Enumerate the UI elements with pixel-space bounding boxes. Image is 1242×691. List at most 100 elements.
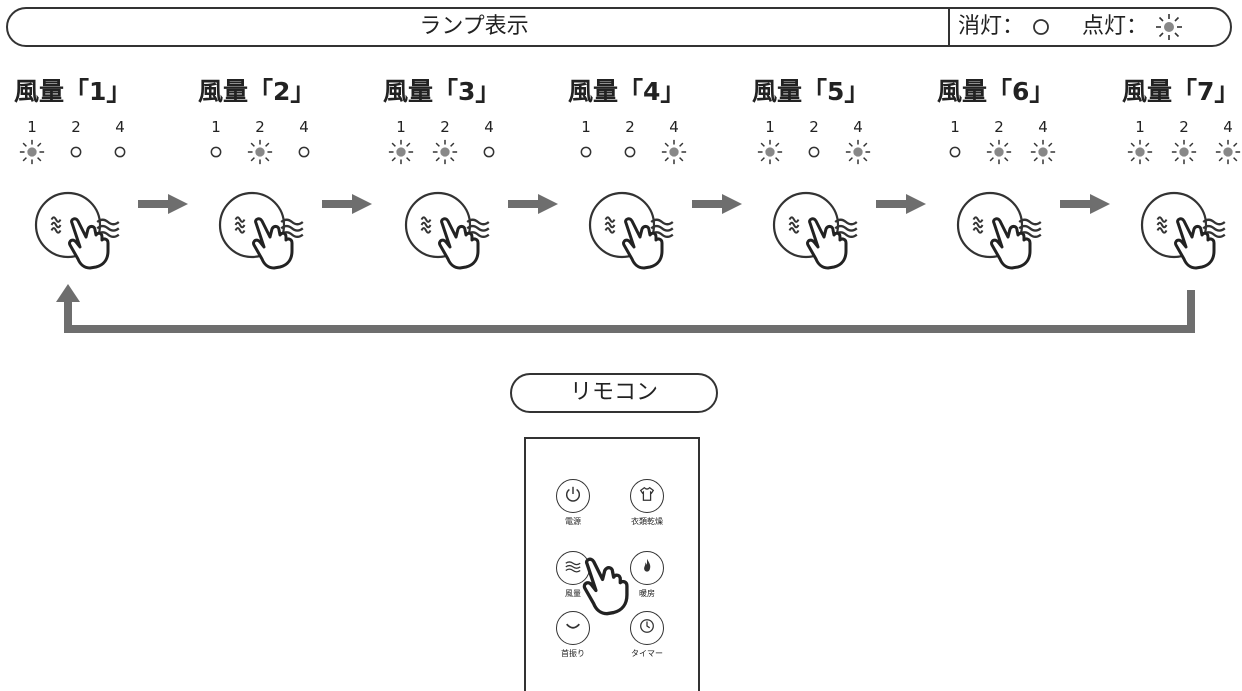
remote-button-label: 電源 — [565, 517, 581, 526]
next-arrow — [322, 194, 372, 214]
lamp-indicator: 4 — [1212, 118, 1242, 170]
lamp-indicator: 2 — [429, 118, 461, 170]
lamp-indicator-group: 1 2 4 — [1124, 118, 1241, 170]
wind-level-label: 風量「6」 — [937, 77, 1055, 106]
lamp-on-icon — [1214, 138, 1242, 166]
lamp-indicator: 2 — [798, 118, 830, 170]
remote-button-power[interactable] — [556, 479, 590, 513]
lamp-indicator: 2 — [244, 118, 276, 170]
wind-level-label: 風量「7」 — [1122, 77, 1240, 106]
wind-button-press-icon — [1136, 185, 1236, 281]
lamp-number: 4 — [1038, 118, 1048, 136]
remote-button-label: 暖房 — [639, 589, 655, 598]
lamp-on-icon — [985, 138, 1013, 166]
lamp-on-icon — [431, 138, 459, 166]
lamp-on-icon — [246, 138, 274, 166]
lamp-number: 2 — [71, 118, 81, 136]
wind-level-label: 風量「3」 — [383, 77, 501, 106]
wind-level-label: 風量「2」 — [198, 77, 316, 106]
wind-button-press-icon — [952, 185, 1052, 281]
lamp-indicator: 4 — [842, 118, 874, 170]
pressing-hand-icon — [582, 555, 632, 621]
lamp-indicator: 2 — [614, 118, 646, 170]
remote-button-label: 衣類乾燥 — [631, 517, 663, 526]
power-icon — [564, 485, 582, 507]
wind-button-press-icon — [584, 185, 684, 281]
lamp-display-header — [6, 7, 1232, 47]
wind-level-label: 風量「4」 — [568, 77, 686, 106]
lamp-indicator: 4 — [1027, 118, 1059, 170]
lamp-on-icon — [387, 138, 415, 166]
remote-button-swing[interactable] — [556, 611, 590, 645]
lamp-indicator-group: 1 2 4 — [200, 118, 310, 170]
lamp-indicator: 4 — [473, 118, 505, 170]
lamp-number: 4 — [115, 118, 125, 136]
clock-icon — [638, 617, 656, 639]
wind-icon — [564, 557, 582, 579]
wind-level-label: 風量「5」 — [752, 77, 870, 106]
lamp-number: 1 — [396, 118, 406, 136]
lamp-number: 2 — [1179, 118, 1189, 136]
lamp-indicator: 2 — [1168, 118, 1200, 170]
lamp-on-icon — [844, 138, 872, 166]
next-arrow — [876, 194, 926, 214]
lamp-number: 2 — [809, 118, 819, 136]
lamp-off-icon — [572, 138, 600, 166]
lamp-off-icon — [62, 138, 90, 166]
lamp-number: 1 — [1135, 118, 1145, 136]
lamp-on-icon — [756, 138, 784, 166]
remote-button-label: 首振り — [561, 649, 585, 658]
header-title: ランプ表示 — [419, 14, 529, 39]
lamp-off-icon — [475, 138, 503, 166]
lamp-on-icon — [1126, 138, 1154, 166]
lamp-indicator: 2 — [983, 118, 1015, 170]
lamp-indicator: 1 — [385, 118, 417, 170]
lamp-indicator: 1 — [754, 118, 786, 170]
remote-control: 電源衣類乾燥風量暖房首振りタイマー — [524, 437, 700, 691]
lamp-number: 1 — [211, 118, 221, 136]
lamp-indicator-group: 1 2 4 — [385, 118, 495, 170]
lamp-number: 2 — [255, 118, 265, 136]
lamp-number: 1 — [765, 118, 775, 136]
lamp-on-icon — [1170, 138, 1198, 166]
lamp-off-icon — [800, 138, 828, 166]
lamp-off-icon — [616, 138, 644, 166]
lamp-number: 1 — [581, 118, 591, 136]
lamp-off-icon — [290, 138, 318, 166]
next-arrow — [508, 194, 558, 214]
lamp-number: 2 — [625, 118, 635, 136]
header-divider — [948, 7, 950, 47]
wind-button-press-icon — [214, 185, 314, 281]
lamp-indicator-group: 1 2 4 — [16, 118, 126, 170]
flame-icon — [638, 557, 656, 579]
lamp-off-icon — [202, 138, 230, 166]
lamp-number: 4 — [484, 118, 494, 136]
remote-button-shirt[interactable] — [630, 479, 664, 513]
lamp-on-icon — [18, 138, 46, 166]
lamp-indicator: 4 — [288, 118, 320, 170]
remote-button-label: タイマー — [631, 649, 663, 658]
lamp-indicator: 2 — [60, 118, 92, 170]
lamp-number: 1 — [27, 118, 37, 136]
wind-button-press-icon — [30, 185, 130, 281]
remote-button-clock[interactable] — [630, 611, 664, 645]
lamp-indicator-group: 1 2 4 — [754, 118, 871, 170]
lamp-on-icon — [1156, 14, 1183, 40]
legend-off-label: 消灯： — [958, 14, 1025, 39]
lamp-indicator: 1 — [570, 118, 602, 170]
next-arrow — [138, 194, 188, 214]
lamp-indicator: 1 — [200, 118, 232, 170]
remocon-label: リモコン — [510, 373, 718, 413]
legend-on-label: 点灯： — [1082, 14, 1149, 39]
remote-button-flame[interactable] — [630, 551, 664, 585]
lamp-number: 4 — [299, 118, 309, 136]
lamp-number: 4 — [1223, 118, 1233, 136]
shirt-icon — [638, 485, 656, 507]
lamp-indicator: 4 — [104, 118, 136, 170]
lamp-off-icon — [941, 138, 969, 166]
lamp-number: 2 — [440, 118, 450, 136]
lamp-number: 2 — [994, 118, 1004, 136]
lamp-number: 1 — [950, 118, 960, 136]
lamp-off-icon — [106, 138, 134, 166]
lamp-indicator-group: 1 2 4 — [939, 118, 1056, 170]
